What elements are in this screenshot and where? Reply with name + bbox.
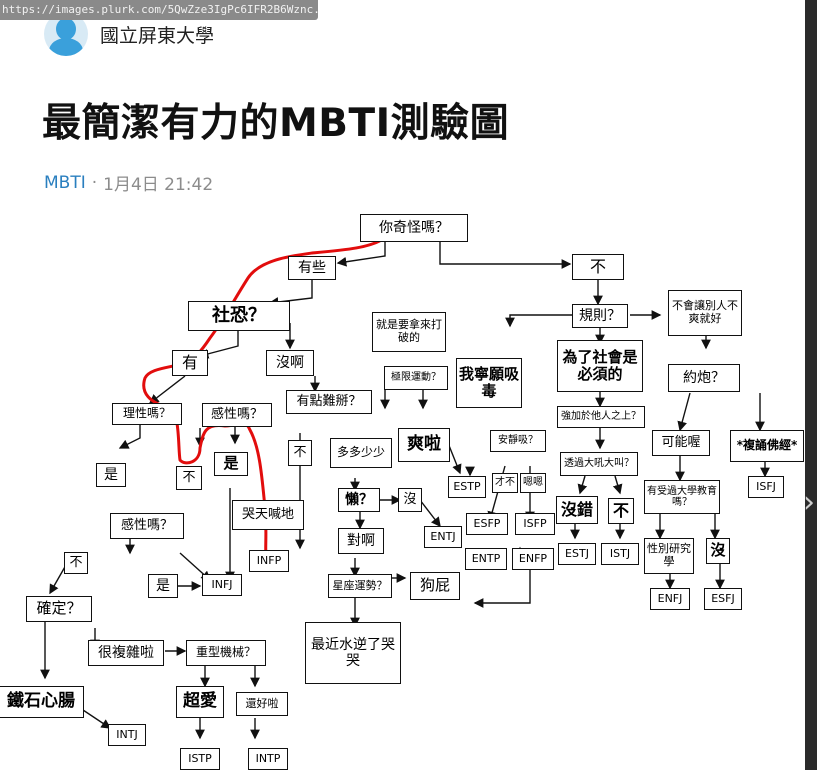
node-mercury: 最近水逆了哭哭	[305, 622, 401, 684]
node-gender-studies: 性別研究學	[644, 538, 694, 574]
node-not: 才不	[492, 473, 518, 493]
node-complex: 很複雜啦	[88, 640, 164, 666]
node-enfj: ENFJ	[650, 588, 690, 610]
lightbox-backdrop	[805, 0, 817, 770]
node-some: 有些	[288, 256, 336, 280]
node-rational: 理性嗎？	[112, 403, 182, 425]
node-no-f: 不	[608, 498, 634, 524]
node-esfp: ESFP	[466, 513, 508, 535]
node-heavy-machine: 重型機械？	[186, 640, 266, 666]
node-cool: 爽啦	[398, 428, 450, 462]
flowchart-connectors	[40, 236, 770, 740]
node-love: 超愛	[176, 686, 224, 718]
node-emotional-2: 感性嗎？	[110, 513, 184, 539]
node-no-wrong: 沒錯	[556, 496, 598, 524]
node-no-b: 不	[176, 466, 202, 490]
node-emotional-1: 感性嗎？	[202, 403, 272, 427]
node-entj: ENTJ	[424, 526, 462, 548]
node-sure: 確定？	[26, 596, 92, 622]
node-rather-drugs: 我寧願吸毒	[456, 358, 522, 408]
node-astrology: 星座運勢？	[328, 574, 392, 598]
node-q-weird: 你奇怪嗎？	[360, 214, 468, 242]
node-lazy: 懶？	[338, 488, 380, 512]
node-college: 有受過大學教育嗎？	[644, 480, 720, 514]
node-date: 約炮？	[668, 364, 740, 392]
mbti-flowchart-image: 你奇怪嗎？ 有些 不 社恐？ 有 沒啊 理性嗎？ 感性嗎？ 有點難掰？ 是 不 …	[0, 208, 805, 770]
node-yeah: 對啊	[338, 528, 384, 554]
node-isfp: ISFP	[515, 513, 555, 535]
node-entp: ENTP	[465, 548, 507, 570]
node-have: 有	[172, 350, 208, 376]
image-url-tooltip: https://images.plurk.com/5QwZze3IgPc6IFR…	[0, 0, 318, 20]
node-cry: 哭天喊地	[232, 500, 304, 530]
node-estp: ESTP	[448, 476, 486, 498]
node-rules: 規則？	[572, 304, 628, 328]
node-yes-b: 是	[214, 452, 248, 476]
page-title: 最簡潔有力的MBTI測驗圖	[42, 101, 510, 146]
meta-separator: ·	[91, 172, 98, 193]
node-no-g: 沒	[706, 538, 730, 564]
node-yes-c: 是	[148, 574, 178, 598]
node-chant: *複誦佛經*	[730, 430, 804, 462]
node-yes-a: 是	[96, 463, 126, 487]
node-ok: 還好啦	[236, 692, 288, 716]
node-maybe: 可能喔	[652, 430, 710, 456]
post-timestamp: 1月4日 21:42	[103, 175, 214, 195]
node-quiet: 安靜吸？	[490, 430, 546, 452]
node-no-d: 不	[288, 440, 312, 466]
node-hmm: 嗯嗯	[520, 473, 546, 493]
author-name[interactable]: 國立屏東大學	[100, 24, 215, 47]
node-isfj: ISFJ	[748, 476, 784, 498]
post-meta: MBTI · 1月4日 21:42	[44, 170, 214, 196]
node-bullshit: 狗屁	[410, 572, 460, 600]
node-to-break: 就是要拿來打破的	[372, 312, 446, 352]
node-istj: ISTJ	[601, 543, 639, 565]
node-social-phobia: 社恐？	[188, 301, 290, 331]
node-weird-hard: 有點難掰？	[286, 390, 372, 414]
node-shout: 透過大吼大叫？	[560, 452, 638, 476]
node-enfp: ENFP	[512, 548, 554, 570]
node-no-a: 沒啊	[266, 350, 314, 376]
node-intj: INTJ	[108, 724, 146, 746]
node-no-hurt: 不會讓別人不爽就好	[668, 290, 742, 336]
node-more-or-less: 多多少少	[330, 438, 392, 468]
node-impose: 強加於他人之上？	[557, 406, 645, 428]
node-extreme-sports: 極限運動？	[384, 366, 448, 390]
node-infp: INFP	[249, 550, 289, 572]
topic-tag[interactable]: MBTI	[44, 172, 86, 193]
node-infj: INFJ	[202, 574, 242, 596]
node-for-society: 為了社會是必須的	[557, 340, 643, 392]
node-no-c: 不	[64, 552, 88, 574]
node-no-top: 不	[572, 254, 624, 280]
node-stone-heart: 鐵石心腸	[0, 686, 84, 718]
node-intp: INTP	[248, 748, 288, 770]
next-image-chevron-icon[interactable]: ›	[803, 485, 815, 520]
node-estj: ESTJ	[558, 543, 596, 565]
node-istp: ISTP	[180, 748, 220, 770]
node-no-e: 沒	[398, 488, 422, 512]
node-esfj: ESFJ	[704, 588, 742, 610]
